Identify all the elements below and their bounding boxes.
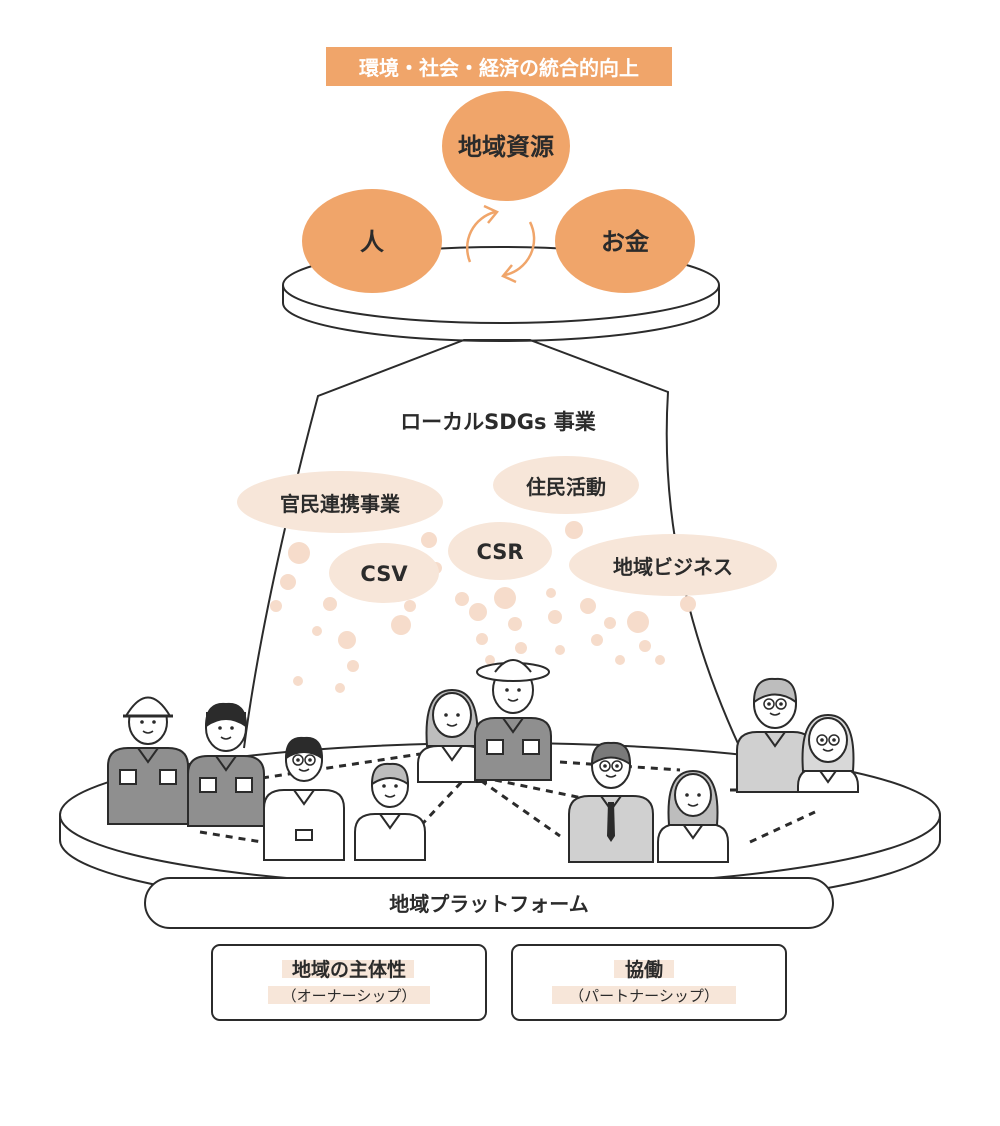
circle-people-label: 人 <box>360 228 384 256</box>
bubble-dot <box>604 617 616 629</box>
circle-people <box>302 189 442 293</box>
bubble-dot <box>347 660 359 672</box>
office-worker-icon <box>354 762 426 861</box>
upward-arrow <box>243 339 741 749</box>
elderly-icon <box>797 713 859 793</box>
office-worker-icon <box>417 688 487 783</box>
bubble-dot <box>515 642 527 654</box>
activity-csv: CSV <box>329 543 439 603</box>
bubble-dot <box>404 600 416 612</box>
activity-local-business: 地域ビジネス <box>569 534 777 596</box>
goal-banner-bg <box>326 47 672 86</box>
bubble-dot <box>494 587 516 609</box>
circle-resource-label: 地域資源 <box>458 133 554 161</box>
circle-money <box>555 189 695 293</box>
bubble-dot <box>555 645 565 655</box>
bubble-dot <box>455 592 469 606</box>
bubble-dot <box>469 603 487 621</box>
svg-text:（パートナーシップ）: （パートナーシップ） <box>569 987 719 1005</box>
svg-text:地域の主体性: 地域の主体性 <box>292 958 406 981</box>
bubble-dot <box>591 634 603 646</box>
svg-text:（オーナーシップ）: （オーナーシップ） <box>282 987 417 1005</box>
bubble-dot <box>293 676 303 686</box>
bubble-dot <box>421 532 437 548</box>
bubble-dots <box>270 521 708 693</box>
bubble-dot <box>627 611 649 633</box>
svg-text:地域ビジネス: 地域ビジネス <box>613 555 733 579</box>
activity-csr: CSR <box>448 522 552 580</box>
bubble-dot <box>680 596 696 612</box>
bubble-dot <box>548 610 562 624</box>
bubble-dot <box>288 542 310 564</box>
circle-money-label: お金 <box>601 228 650 256</box>
svg-text:住民活動: 住民活動 <box>526 475 606 499</box>
bubble-dot <box>565 521 583 539</box>
bubble-dot <box>546 588 556 598</box>
office-worker-icon <box>263 736 345 861</box>
elderly-icon <box>736 677 814 793</box>
bubble-dot <box>323 597 337 611</box>
bubble-dot <box>655 655 665 665</box>
bubble-dot <box>615 655 625 665</box>
platform-label: 地域プラットフォーム <box>389 892 588 916</box>
bubble-dot <box>485 655 495 665</box>
bubble-dot <box>639 640 651 652</box>
svg-text:CSV: CSV <box>360 562 408 586</box>
bubble-dot <box>476 633 488 645</box>
bubble-dot <box>312 626 322 636</box>
farmer-icon <box>474 659 552 781</box>
activity-public-private: 官民連携事業 <box>237 471 443 533</box>
bubble-dot <box>580 598 596 614</box>
svg-text:CSR: CSR <box>476 540 523 564</box>
office-worker-icon <box>568 741 654 863</box>
bubble-dot <box>338 631 356 649</box>
principle-partnership: 協働 （パートナーシップ） <box>511 944 787 1021</box>
arrow-label: ローカルSDGs 事業 <box>400 410 597 434</box>
activity-resident: 住民活動 <box>493 456 639 514</box>
bubble-dot <box>508 617 522 631</box>
bubble-dot <box>335 683 345 693</box>
worker-icon <box>107 696 189 825</box>
bubble-dot <box>280 574 296 590</box>
principle-ownership: 地域の主体性 （オーナーシップ） <box>211 944 487 1021</box>
platform-label-box <box>144 877 834 929</box>
people-group <box>107 659 859 863</box>
svg-text:官民連携事業: 官民連携事業 <box>280 492 401 516</box>
worker-icon <box>187 702 265 827</box>
bubble-dot <box>391 615 411 635</box>
office-worker-icon <box>657 769 729 863</box>
cycle-arrows-icon <box>465 204 536 284</box>
svg-text:協働: 協働 <box>625 958 663 981</box>
goal-banner-text: 環境・社会・経済の統合的向上 <box>359 56 639 80</box>
circle-resource <box>442 91 570 201</box>
bubble-dot <box>270 600 282 612</box>
